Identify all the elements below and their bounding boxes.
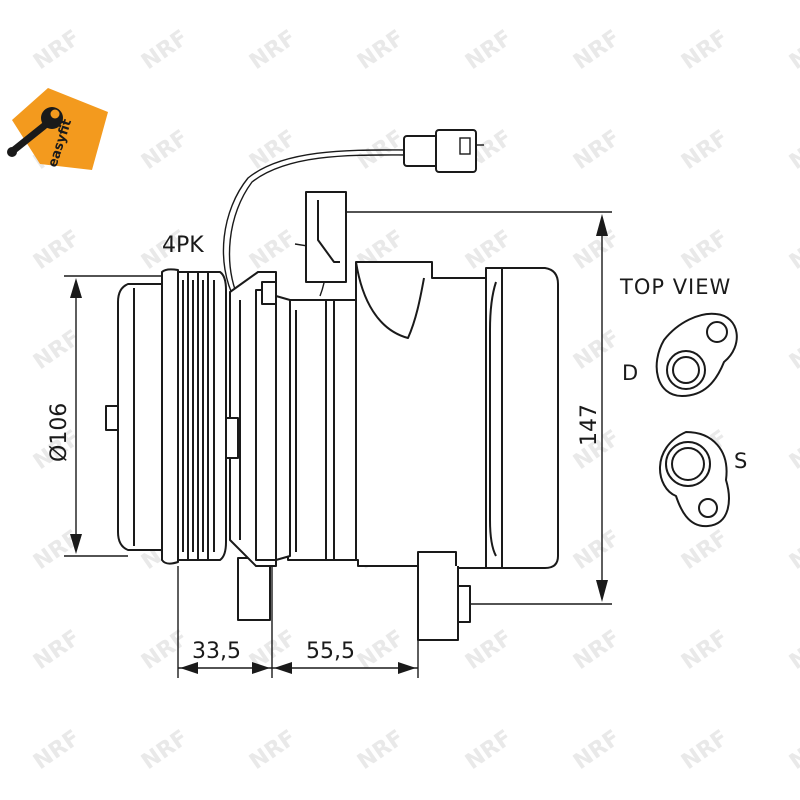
rear-housing (485, 267, 559, 569)
watermark-tile: NRF (245, 726, 301, 775)
watermark-tile: NRF (461, 626, 517, 675)
watermark-tile: NRF (245, 126, 301, 175)
watermark-tile: NRF (245, 26, 301, 75)
watermark-tile: NRF (29, 226, 85, 275)
top-view-discharge-port (655, 312, 738, 397)
watermark-tile: NRF (353, 26, 409, 75)
watermark-tile: NRF (461, 726, 517, 775)
watermark-tile: NRF (353, 726, 409, 775)
watermark-tile: NRF (785, 126, 800, 175)
watermark-tile: NRF (137, 126, 193, 175)
top-view-label: TOP VIEW (619, 275, 731, 299)
clutch-hub (105, 283, 163, 551)
watermark-tile: NRF (569, 26, 625, 75)
watermark-tile: NRF (569, 126, 625, 175)
watermark-tile: NRF (245, 226, 301, 275)
watermark-tile: NRF (137, 26, 193, 75)
wrench-icon (7, 107, 63, 157)
discharge-label: D (622, 361, 639, 385)
watermark-tile: NRF (785, 726, 800, 775)
watermark-tile: NRF (29, 626, 85, 675)
dimension-lines (64, 214, 608, 678)
watermark-tile: NRF (569, 626, 625, 675)
top-view-suction-port (659, 431, 730, 528)
watermark-tile: NRF (569, 726, 625, 775)
watermark-tile: NRF (677, 26, 733, 75)
watermark-tile: NRF (461, 26, 517, 75)
watermark-tile: NRF (569, 326, 625, 375)
height-label: 147 (577, 404, 602, 446)
badge-shape (12, 88, 108, 170)
easyfit-badge: easyfit (7, 88, 108, 170)
watermark-tile: NRF (677, 126, 733, 175)
compressor-body (287, 261, 487, 569)
width-front-label: 33,5 (192, 639, 241, 664)
pulley (161, 268, 227, 565)
watermark-tile: NRF (677, 726, 733, 775)
top-mount (305, 191, 612, 283)
watermark-tile: NRF (29, 26, 85, 75)
watermark-tile: NRF (677, 226, 733, 275)
watermark-tile: NRF (785, 526, 800, 575)
watermark-tile: NRF (677, 626, 733, 675)
wire-connector (403, 129, 484, 173)
watermark-tile: NRF (569, 526, 625, 575)
watermark-tile: NRF (137, 726, 193, 775)
watermark-tile: NRF (785, 626, 800, 675)
pulley-grooves-label: 4PK (162, 233, 204, 258)
watermark-tile: NRF (785, 326, 800, 375)
mounting-feet (237, 557, 612, 641)
watermark-tile: NRF (29, 726, 85, 775)
watermark-tile: NRF (785, 426, 800, 475)
diameter-label: Ø106 (47, 403, 72, 462)
width-body-label: 55,5 (306, 639, 355, 664)
watermark-tile: NRF (677, 526, 733, 575)
watermark-tile: NRF (785, 26, 800, 75)
front-plate (225, 271, 291, 567)
watermark-tile: NRF (785, 226, 800, 275)
suction-label: S (734, 449, 748, 473)
